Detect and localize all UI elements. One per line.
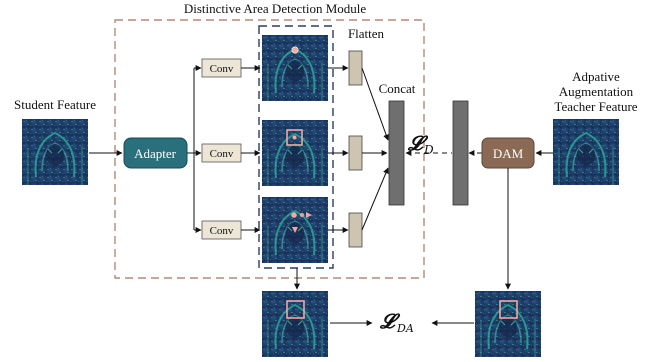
multi-arrow-down bbox=[292, 227, 298, 233]
arrow-flatten1-to-concat bbox=[361, 67, 389, 141]
box-marker bbox=[286, 129, 303, 146]
attention-map-point bbox=[261, 34, 329, 102]
student-feature-map bbox=[21, 118, 89, 186]
dam-label: DAM bbox=[493, 146, 524, 161]
conv-block-3: Conv bbox=[201, 220, 242, 240]
teacher-attention-box bbox=[499, 300, 518, 319]
teacher-attention-map bbox=[474, 290, 542, 358]
concat-vector bbox=[388, 100, 405, 206]
teacher-vector bbox=[452, 100, 469, 206]
attention-map-multi bbox=[261, 196, 329, 264]
multi-point-marker-1 bbox=[291, 212, 297, 218]
conv-label-2: Conv bbox=[210, 148, 234, 160]
flatten-vector-3 bbox=[348, 212, 363, 248]
point-marker bbox=[291, 46, 299, 54]
flatten-vector-2 bbox=[348, 135, 363, 171]
dadm-outer-dashed-box bbox=[114, 19, 425, 279]
conv-block-1: Conv bbox=[201, 58, 242, 78]
conv-label-1: Conv bbox=[210, 63, 234, 75]
student-attention-map bbox=[261, 290, 329, 358]
multi-arrow-right bbox=[306, 212, 312, 218]
flatten-vector-1 bbox=[348, 50, 363, 86]
adapter-label: Adapter bbox=[134, 146, 177, 161]
loss-d: 𝓛 D bbox=[407, 131, 434, 157]
loss-da-subscript: DA bbox=[396, 322, 414, 335]
multi-point-marker-2 bbox=[299, 212, 305, 218]
teacher-feature-map bbox=[552, 118, 620, 186]
loss-da: 𝓛 DA bbox=[379, 309, 414, 335]
module-title: Distinctive Area Detection Module bbox=[184, 1, 367, 16]
attention-maps-dashed-box bbox=[258, 25, 334, 269]
conv-block-2: Conv bbox=[201, 143, 242, 163]
concat-label: Concat bbox=[379, 81, 416, 96]
conv-label-3: Conv bbox=[210, 225, 234, 237]
attention-map-box bbox=[261, 119, 329, 187]
student-attention-box bbox=[286, 300, 305, 319]
teacher-label-line-3: Teacher Feature bbox=[554, 99, 637, 114]
student-feature-label: Student Feature bbox=[14, 97, 96, 112]
arrow-flatten3-to-concat bbox=[361, 167, 389, 231]
flatten-label: Flatten bbox=[348, 26, 385, 41]
loss-d-subscript: D bbox=[423, 143, 434, 157]
teacher-label-line-1: Adpative bbox=[572, 69, 620, 84]
teacher-label-line-2: Augmentation bbox=[559, 84, 634, 99]
